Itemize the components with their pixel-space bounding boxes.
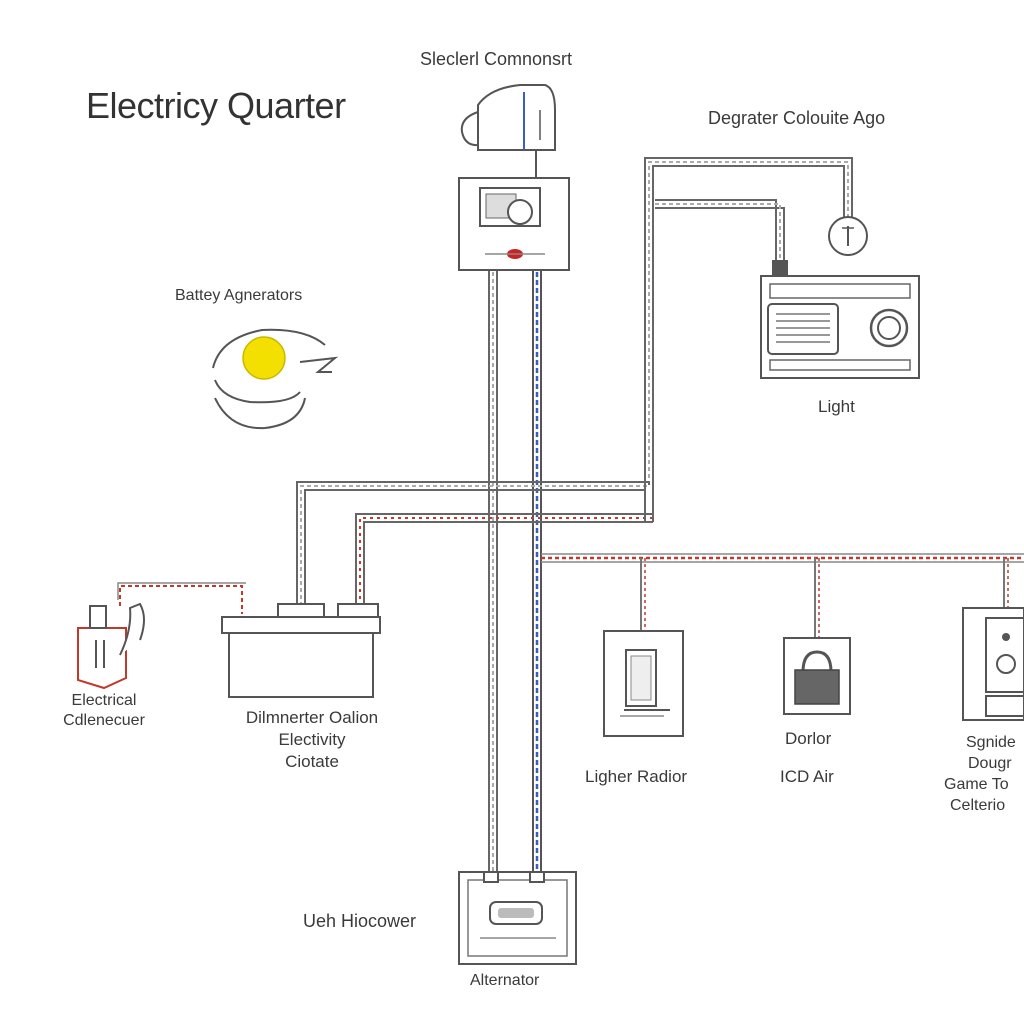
bulb-icon — [828, 216, 868, 256]
sun-generator-icon — [212, 328, 339, 430]
top-component-icon — [460, 84, 556, 178]
top-control-box — [458, 177, 570, 271]
battery-icon — [221, 603, 381, 698]
right-edge-label: Sgnide Dougr Game To Celterio — [944, 732, 1016, 816]
diagram-title: Electricy Quarter — [86, 85, 346, 126]
load-bus-wire — [541, 553, 1024, 640]
dorlor-label: Dorlor — [785, 729, 832, 748]
right-edge-label-line-1: Sgnide — [966, 734, 1016, 751]
right-edge-device — [962, 607, 1024, 721]
light-label: Light — [818, 397, 855, 416]
right-edge-label-line-2: Dougr — [968, 755, 1012, 772]
lighter-radior-device — [603, 630, 684, 737]
battery-generators-label: Battey Agnerators — [175, 287, 303, 304]
right-edge-label-line-4: Celterio — [950, 797, 1006, 814]
electrical-label: Electrical Cdlenecuer — [44, 691, 164, 731]
battery-label-line-3: Ciotate — [285, 752, 339, 771]
uleh-hiocower-label: Ueh Hiocower — [303, 911, 417, 931]
battery-feed-wires — [296, 481, 654, 606]
blue-wire — [532, 256, 542, 872]
icd-air-label: ICD Air — [780, 767, 834, 786]
battery-label-line-2: Electivity — [278, 730, 346, 749]
battery-label-line-1: Dilmnerter Oalion — [245, 708, 379, 727]
light-radio-device — [760, 275, 920, 379]
electrical-plug-icon — [77, 582, 246, 690]
alternator-device — [458, 871, 577, 965]
top-right-label: Degrater Colouite Ago — [708, 108, 886, 128]
electrical-label-line-2: Cdlenecuer — [63, 712, 145, 729]
lighter-radior-label: Ligher Radior — [585, 767, 688, 786]
right-edge-label-line-3: Game To — [944, 776, 1009, 793]
top-right-wire — [644, 157, 853, 485]
dorlor-device — [783, 637, 851, 715]
main-trunk-wire — [488, 258, 498, 872]
top-component-label: Sleclerl Comnonsrt — [420, 49, 573, 69]
battery-label: Dilmnerter Oalion Electivity Ciotate — [222, 707, 402, 773]
alternator-label: Alternator — [470, 972, 540, 989]
electrical-label-line-1: Electrical — [71, 692, 137, 709]
